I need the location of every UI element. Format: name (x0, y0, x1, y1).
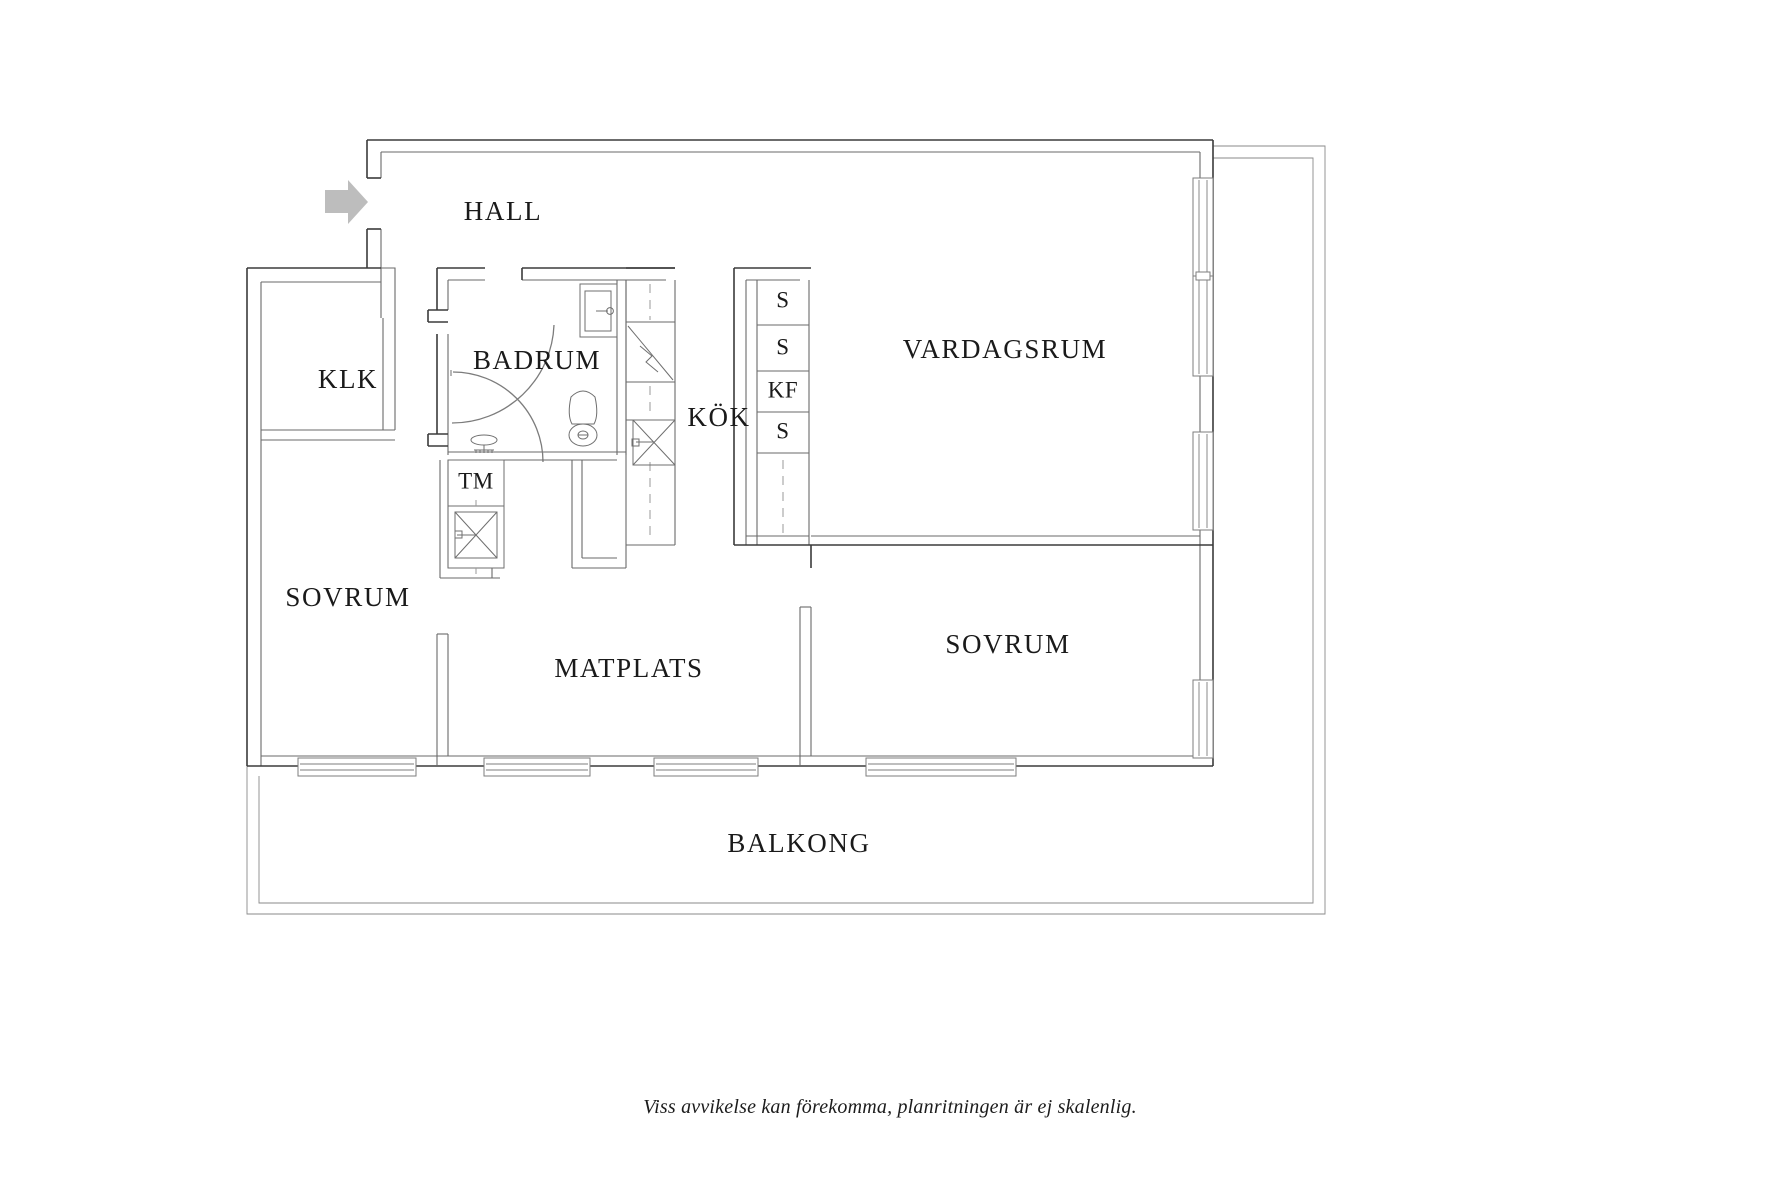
appliance-label-s1: S (776, 287, 789, 312)
room-label-matplats: MATPLATS (554, 653, 703, 683)
appliance-label-s3: S (776, 418, 789, 443)
room-label-hall: HALL (464, 196, 542, 226)
window-matplats-bot-1 (483, 757, 591, 777)
room-sovrum-left-walls (436, 633, 449, 766)
room-label-sovrum-left: SOVRUM (285, 582, 410, 612)
bathroom-door (450, 324, 555, 463)
entry-arrow (325, 180, 368, 224)
room-label-badrum: BADRUM (473, 345, 601, 375)
appliance-label-s2: S (776, 334, 789, 359)
plan-disclaimer: Viss avvikelse kan förekomma, planritnin… (643, 1096, 1137, 1118)
window-sovrum-right (1192, 679, 1214, 759)
window-vardagsrum-lower (1192, 431, 1214, 531)
kitchen-cabinet-column (733, 267, 811, 546)
window-sovrum-left-bot (297, 757, 417, 777)
room-labels: HALL KLK BADRUM KÖK VARDAGSRUM SOVRUM SO… (285, 196, 1108, 858)
room-sovrum-right-walls (799, 606, 812, 766)
badrum-south-wall (504, 459, 626, 569)
room-label-klk: KLK (318, 364, 378, 394)
room-label-balkong: BALKONG (727, 828, 870, 858)
wash-basin (470, 434, 498, 453)
outer-shell (246, 145, 1326, 915)
appliance-labels: TM S S KF S (458, 287, 798, 493)
appliance-label-kf: KF (768, 377, 799, 402)
room-label-kok: KÖK (687, 402, 750, 432)
laundry-niche (439, 459, 505, 579)
apartment-outline (246, 139, 1214, 767)
room-label-sovrum-right: SOVRUM (945, 629, 1070, 659)
window-matplats-bot-2 (653, 757, 759, 777)
room-kok-walls (625, 267, 676, 568)
appliance-label-tm: TM (458, 468, 494, 493)
room-vardagsrum-walls (810, 535, 1213, 568)
mirror-cabinet (579, 283, 618, 338)
window-vardagsrum-top (1192, 177, 1214, 377)
window-sovrum-bot (865, 757, 1017, 777)
toilet-fixture (568, 390, 598, 447)
room-klk-walls (261, 318, 396, 441)
windows-group (297, 177, 1214, 777)
room-label-vardagsrum: VARDAGSRUM (903, 334, 1108, 364)
